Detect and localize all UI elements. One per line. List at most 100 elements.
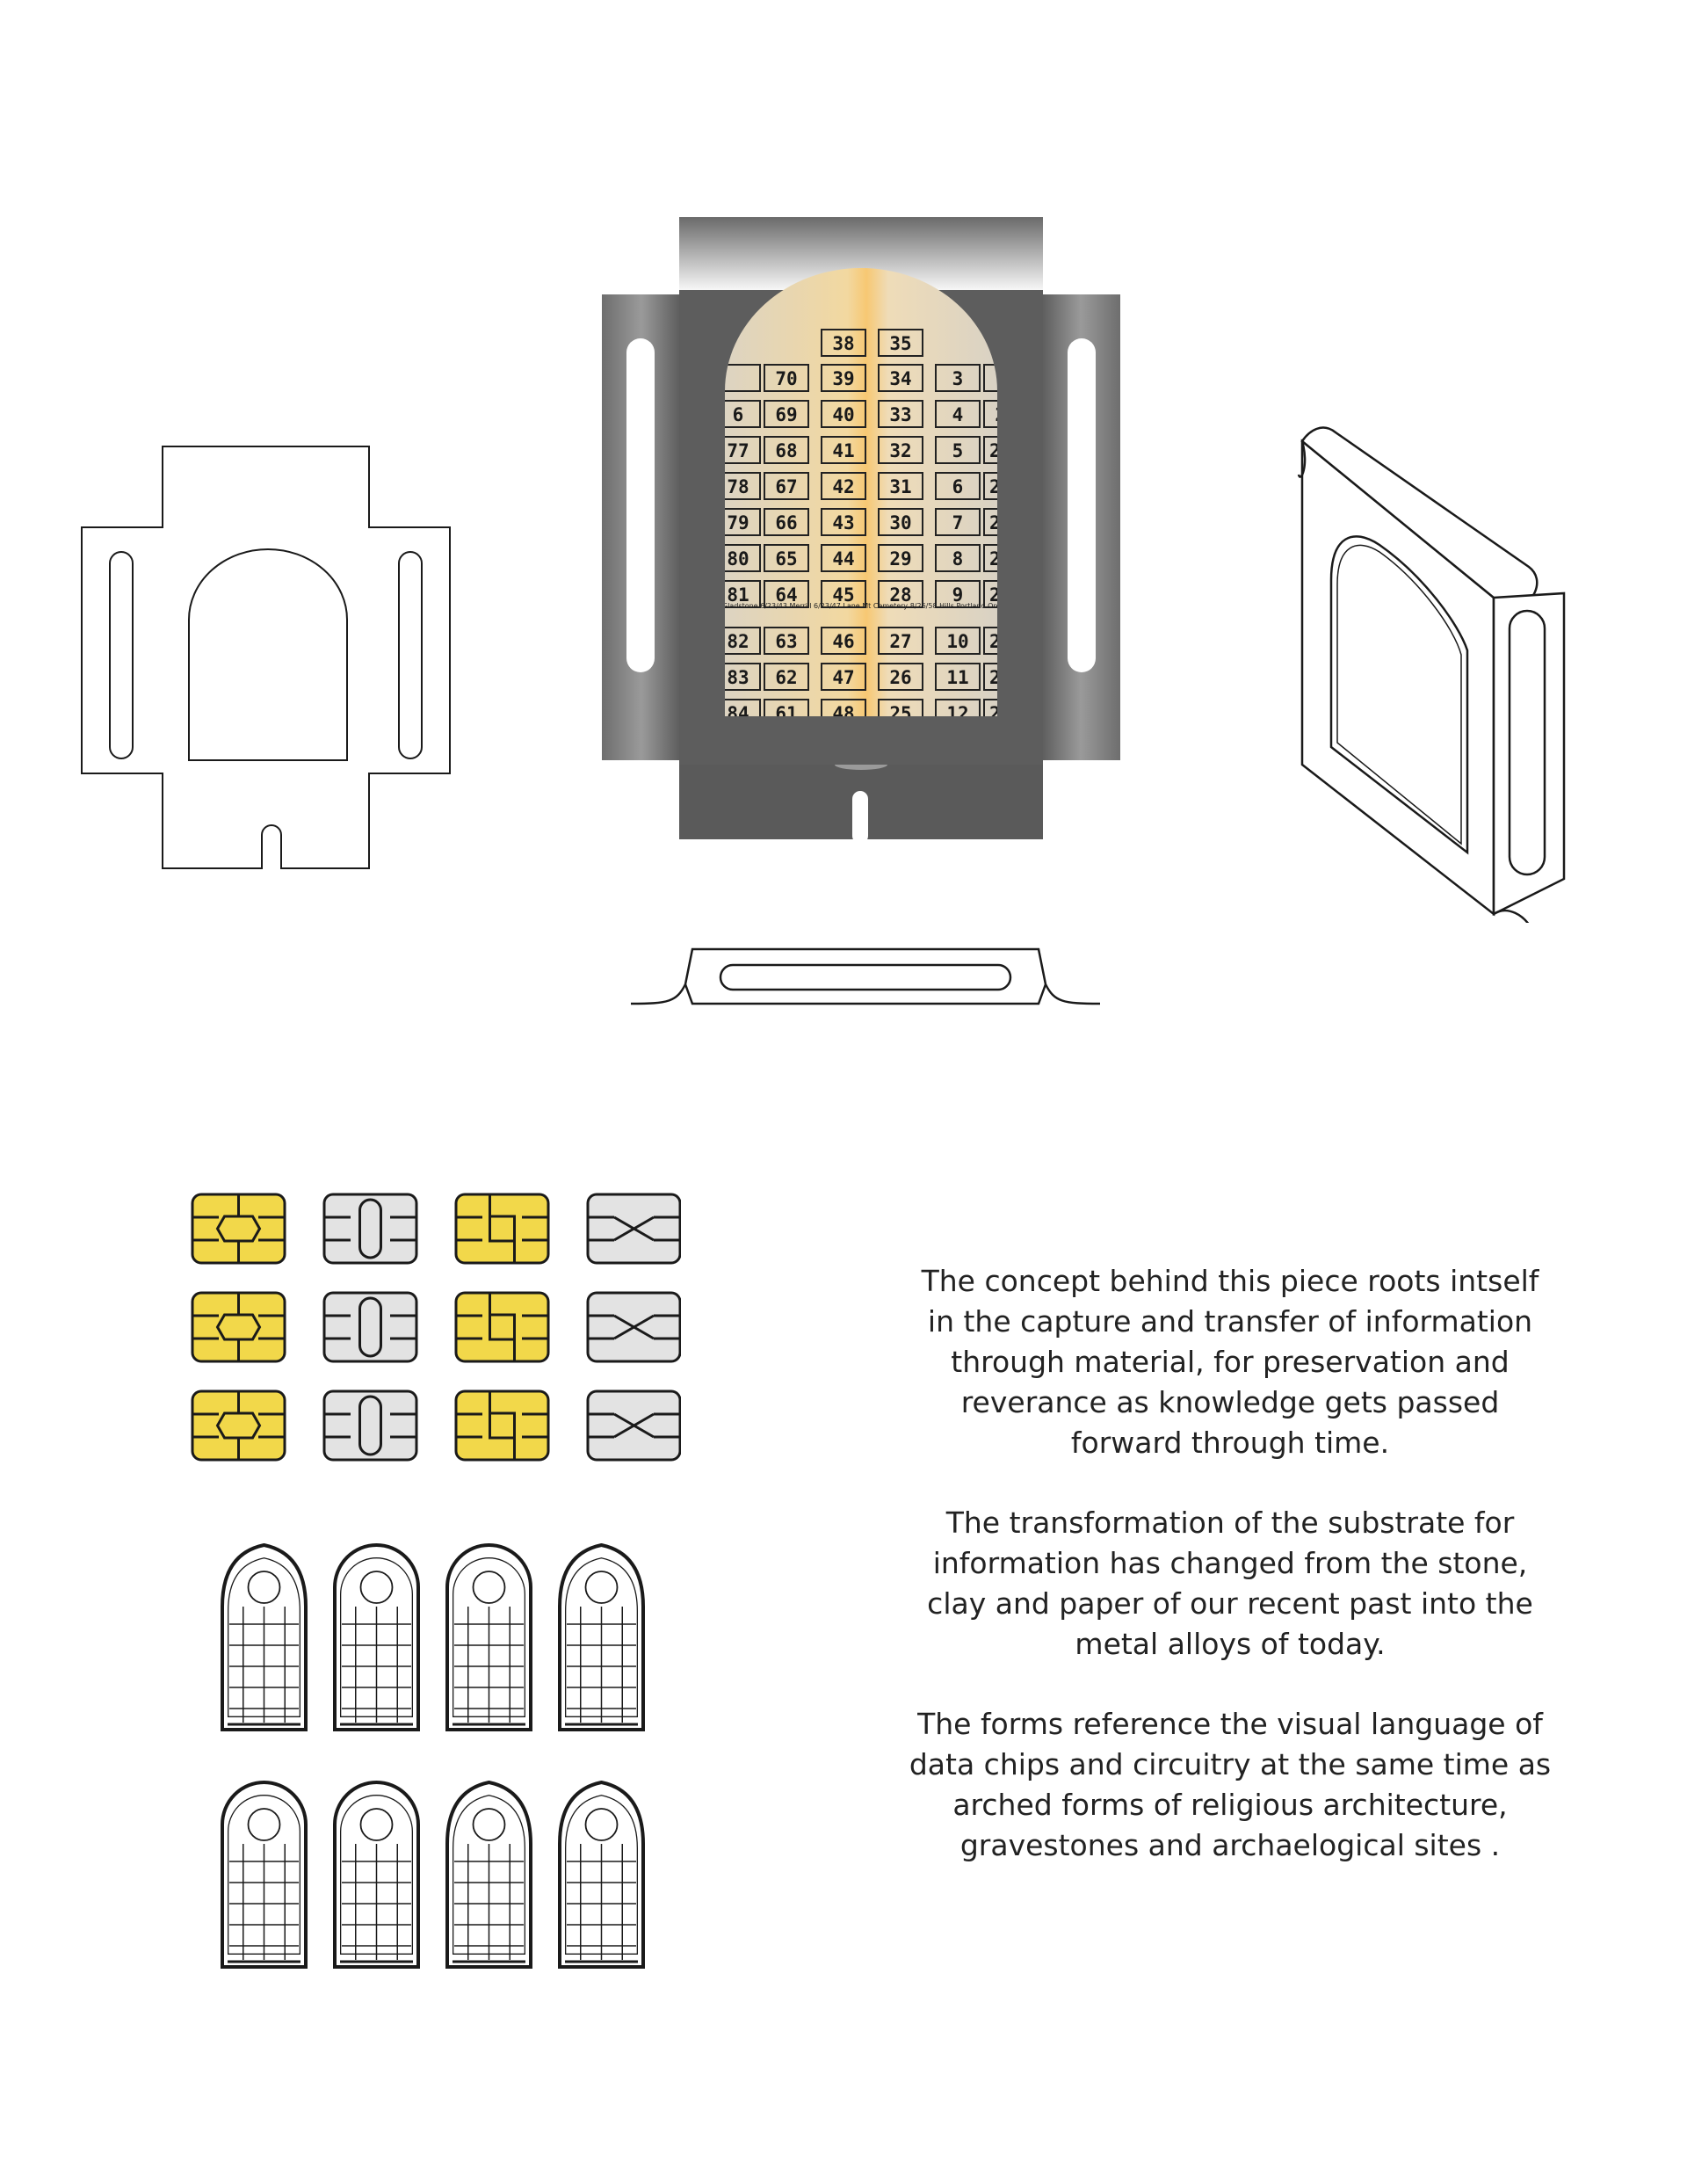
number-cell (935, 508, 981, 536)
number-cell (821, 580, 866, 608)
number-cell (935, 364, 981, 392)
number-label: 68 (775, 440, 797, 461)
number-label: 34 (889, 368, 911, 389)
chip-icon (586, 1291, 681, 1363)
number-cell (725, 436, 761, 464)
arched-window-icon (445, 1543, 532, 1731)
number-cell (821, 508, 866, 536)
number-label: 33 (889, 404, 911, 425)
number-label: 210 (989, 631, 1023, 652)
number-cell (725, 627, 761, 655)
text-line: The concept behind this piece roots ints… (921, 1264, 1539, 1298)
number-cell (935, 627, 981, 655)
number-label: 25 (889, 703, 911, 724)
arched-window-icon (333, 1543, 420, 1731)
number-label: 67 (775, 476, 797, 497)
bottom-profile-drawing (630, 947, 1101, 1005)
number-label: 212 (989, 703, 1023, 724)
number-label: 6 (733, 404, 744, 425)
number-cell (983, 580, 997, 608)
number-label: 35 (889, 333, 911, 354)
number-cell (983, 364, 997, 392)
number-cell (821, 544, 866, 572)
number-label: 84 (727, 703, 749, 724)
number-cell (764, 627, 809, 655)
number-grid: 6777879808182838470696867666564636261394… (725, 329, 1023, 724)
metal-plate-render: 6777879808182838470696867666564636261394… (602, 217, 1120, 844)
number-cell (764, 699, 809, 716)
number-cell (764, 544, 809, 572)
number-cell (935, 663, 981, 691)
number-label: 44 (832, 548, 854, 570)
number-label: 43 (832, 512, 854, 533)
number-cell (764, 364, 809, 392)
paragraph-1: The concept behind this piece roots ints… (905, 1261, 1555, 1463)
number-cell (878, 663, 923, 691)
number-label: 83 (727, 667, 749, 688)
number-cell (935, 400, 981, 428)
number-label: 20 (995, 404, 1017, 425)
number-label: 29 (889, 548, 911, 570)
text-line: information has changed from the stone, (932, 1546, 1528, 1580)
number-cell (725, 400, 761, 428)
number-cell (821, 329, 866, 357)
number-label: 207 (989, 512, 1023, 533)
number-label: 30 (889, 512, 911, 533)
number-cell (983, 627, 997, 655)
text-line: arched forms of religious architecture, (952, 1788, 1508, 1822)
chip-icon (322, 1389, 418, 1462)
text-line: The forms reference the visual language … (917, 1707, 1543, 1741)
number-cell (878, 364, 923, 392)
number-cell (878, 472, 923, 500)
number-label: 63 (775, 631, 797, 652)
text-line: in the capture and transfer of informati… (927, 1304, 1533, 1339)
number-cell (878, 580, 923, 608)
number-cell (764, 508, 809, 536)
number-cell (878, 329, 923, 357)
text-line: The transformation of the substrate for (945, 1506, 1515, 1540)
arched-window-icon (221, 1781, 308, 1969)
chip-icon (191, 1389, 286, 1462)
chip-icon (191, 1193, 286, 1265)
concept-statement: The concept behind this piece roots ints… (905, 1261, 1555, 1905)
chip-icon (322, 1193, 418, 1265)
number-cell (935, 580, 981, 608)
number-cell (764, 400, 809, 428)
number-cell (983, 699, 997, 716)
number-label: 11 (946, 667, 968, 688)
arched-window-icon (333, 1781, 420, 1969)
number-cell (725, 544, 761, 572)
number-cell (725, 472, 761, 500)
number-label: 41 (832, 440, 854, 461)
chip-icon (586, 1193, 681, 1265)
number-label: 5 (952, 440, 964, 461)
number-cell (878, 699, 923, 716)
number-label: 28 (889, 584, 911, 606)
number-label: 64 (775, 584, 797, 606)
number-cell (821, 663, 866, 691)
number-cell (983, 472, 997, 500)
number-cell (878, 544, 923, 572)
chip-icon (454, 1389, 550, 1462)
number-label: 40 (832, 404, 854, 425)
text-line: reverance as knowledge gets passed (960, 1385, 1500, 1419)
text-line: metal alloys of today. (1075, 1627, 1386, 1661)
number-label: 10 (946, 631, 968, 652)
number-cell (935, 472, 981, 500)
number-cell (725, 580, 761, 608)
number-label: 31 (889, 476, 911, 497)
number-cell (935, 544, 981, 572)
number-cell (878, 627, 923, 655)
text-line: clay and paper of our recent past into t… (927, 1586, 1533, 1621)
number-label: 70 (775, 368, 797, 389)
number-label: 9 (952, 584, 964, 606)
number-label: 206 (989, 476, 1023, 497)
number-label: 61 (775, 703, 797, 724)
number-cell (821, 699, 866, 716)
number-label: 4 (952, 404, 964, 425)
number-label: 209 (989, 584, 1023, 606)
number-cell (878, 436, 923, 464)
number-label: 6 (952, 476, 964, 497)
arched-window-grid (221, 1542, 645, 1969)
number-label: 12 (946, 703, 968, 724)
